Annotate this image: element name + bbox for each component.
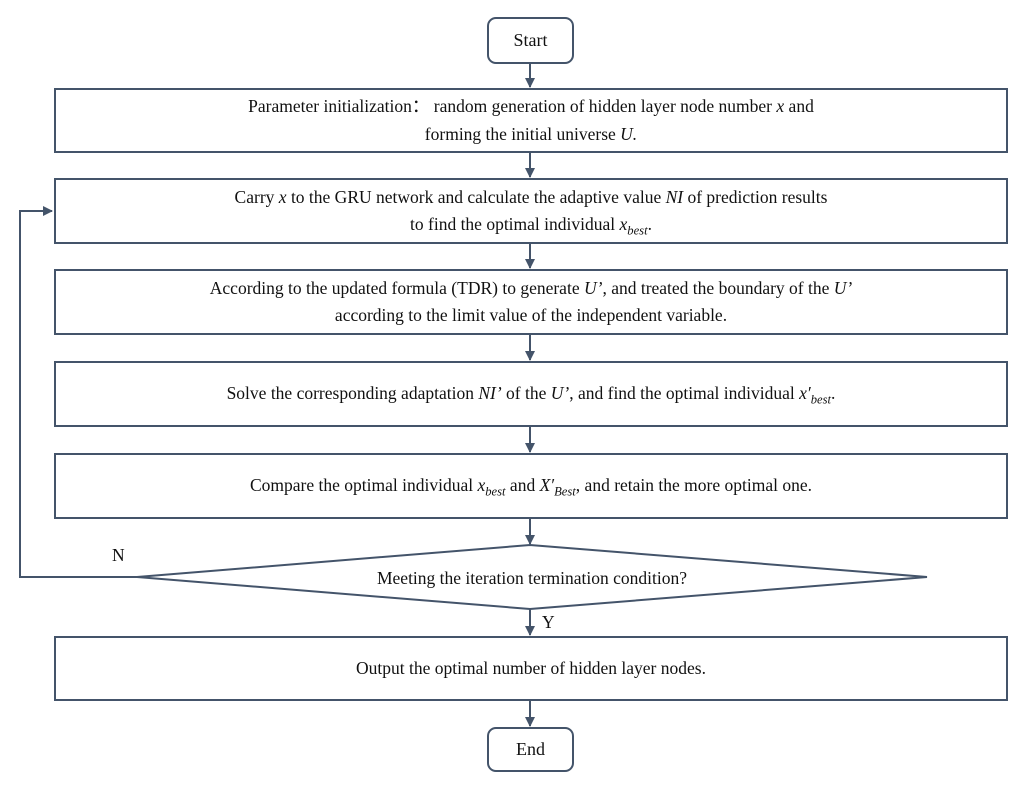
compare-sub-best-cap: Best xyxy=(554,484,576,499)
loop-back-arrow xyxy=(19,206,137,578)
decision-text: Meeting the iteration termination condit… xyxy=(376,567,688,588)
init-process-box: Parameter initialization： random generat… xyxy=(54,88,1008,153)
solve-text-a: Solve the corresponding adaptation xyxy=(226,383,479,404)
output-text: Output the optimal number of hidden laye… xyxy=(356,657,706,678)
evaluate-sub-best: best xyxy=(627,223,648,238)
evaluate-line-1: Carry x to the GRU network and calculate… xyxy=(235,184,828,211)
compare-process-box: Compare the optimal individual xbest and… xyxy=(54,453,1008,519)
update-var-u2: U’ xyxy=(833,277,853,298)
update-var-u1: U’ xyxy=(583,277,603,298)
solve-process-box: Solve the corresponding adaptation NI’ o… xyxy=(54,361,1008,427)
update-line-2: according to the limit value of the inde… xyxy=(334,305,728,325)
init-line-1: Parameter initialization： random generat… xyxy=(248,93,814,120)
evaluate-var-ni: NI xyxy=(665,186,684,207)
compare-sub-best: best xyxy=(485,484,506,499)
solve-var-xprime: x′ xyxy=(799,383,811,404)
end-node: End xyxy=(487,727,574,772)
evaluate-line-2: to find the optimal individual xbest. xyxy=(235,211,828,238)
evaluate-text-d: to find the optimal individual xyxy=(410,214,620,234)
output-process-box: Output the optimal number of hidden laye… xyxy=(54,636,1008,701)
branch-label-no: N xyxy=(112,545,125,565)
solve-var-u: U’ xyxy=(550,383,570,404)
end-label: End xyxy=(516,738,545,759)
evaluate-process-box: Carry x to the GRU network and calculate… xyxy=(54,178,1008,244)
evaluate-text-a: Carry xyxy=(234,186,279,207)
evaluate-text-c: of prediction results xyxy=(683,186,828,207)
decision-label: Meeting the iteration termination condit… xyxy=(137,564,927,592)
evaluate-var-xbest: x xyxy=(619,214,628,234)
init-line-2: forming the initial universe U. xyxy=(248,121,814,148)
solve-var-ni: NI’ xyxy=(478,383,502,404)
init-text: Parameter initialization： random generat… xyxy=(248,93,814,147)
start-node: Start xyxy=(487,17,574,64)
decision-diamond xyxy=(136,543,928,611)
branch-label-yes: Y xyxy=(542,612,555,632)
init-var-x: x xyxy=(776,96,785,117)
compare-text-a: Compare the optimal individual xyxy=(250,475,478,496)
compare-var-xprime: X′ xyxy=(539,475,555,496)
compare-text-b: and xyxy=(505,475,540,496)
solve-text-d: . xyxy=(831,383,836,404)
update-text: According to the updated formula (TDR) t… xyxy=(210,275,852,329)
update-process-box: According to the updated formula (TDR) t… xyxy=(54,269,1008,335)
evaluate-text-e: . xyxy=(647,214,652,234)
compare-var-x: x xyxy=(477,475,486,496)
evaluate-var-x: x xyxy=(278,186,287,207)
update-text-a: According to the updated formula (TDR) t… xyxy=(209,277,584,298)
update-line-1: According to the updated formula (TDR) t… xyxy=(210,275,852,302)
update-text-b: , and treated the boundary of the xyxy=(602,277,834,298)
evaluate-text-b: to the GRU network and calculate the ada… xyxy=(286,186,666,207)
init-var-u: U. xyxy=(620,123,638,144)
solve-sub-best: best xyxy=(810,392,832,407)
solve-text-c: , and find the optimal individual xyxy=(569,383,800,404)
evaluate-text: Carry x to the GRU network and calculate… xyxy=(235,184,828,238)
compare-text-c: , and retain the more optimal one. xyxy=(575,475,812,496)
compare-line: Compare the optimal individual xbest and… xyxy=(250,472,812,499)
solve-line: Solve the corresponding adaptation NI’ o… xyxy=(227,380,836,407)
init-text-c: forming the initial universe xyxy=(424,123,621,144)
start-label: Start xyxy=(513,29,548,50)
init-text-b: and xyxy=(784,96,814,117)
init-text-a: Parameter initialization： random generat… xyxy=(248,96,777,117)
solve-text-b: of the xyxy=(501,383,551,404)
